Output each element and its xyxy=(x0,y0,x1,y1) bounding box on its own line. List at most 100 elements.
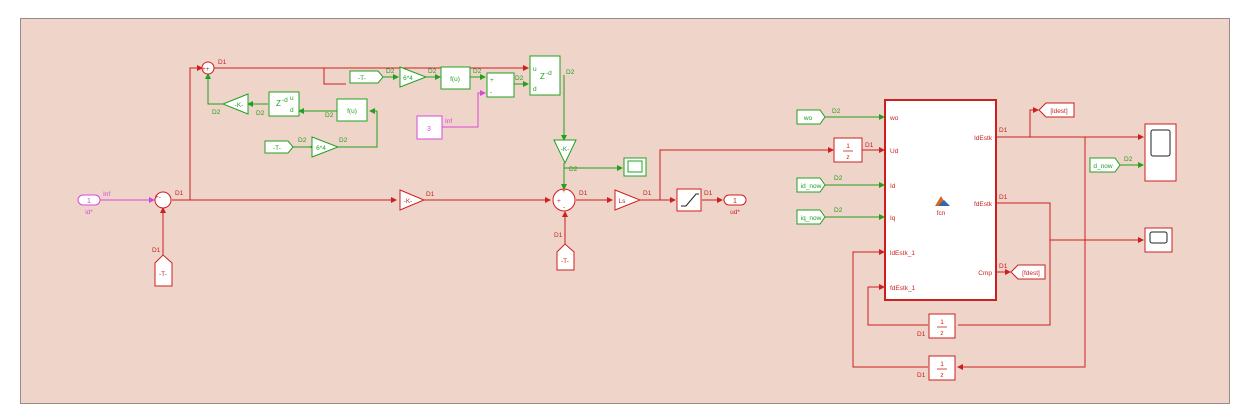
gain-ls[interactable]: Ls xyxy=(614,189,642,211)
svg-text:d: d xyxy=(290,107,294,114)
svg-text:z: z xyxy=(940,330,943,337)
svg-text:-T-: -T- xyxy=(561,258,569,265)
unit-delay-ldestk[interactable]: 1 z xyxy=(928,355,956,381)
inport-1-block[interactable]: 1 id* xyxy=(77,194,101,216)
svg-text:u: u xyxy=(290,95,294,102)
sum-main-left[interactable]: +- xyxy=(154,191,172,209)
model-canvas[interactable] xyxy=(20,18,1230,404)
from-iq-now[interactable]: iq_now xyxy=(796,209,826,225)
svg-text:-T-: -T- xyxy=(358,75,366,82)
svg-text:D1: D1 xyxy=(704,190,713,197)
svg-text:wo: wo xyxy=(803,115,813,122)
inport-label: id* xyxy=(85,209,93,216)
sum-top-output-label: D1 xyxy=(218,59,227,66)
constant-3[interactable]: 3 xyxy=(416,115,443,140)
svg-text:u: u xyxy=(533,66,537,73)
svg-text:D1: D1 xyxy=(643,190,652,197)
sum-left-output-label: D1 xyxy=(175,190,184,197)
unit-delay-ud[interactable]: 1 z xyxy=(833,137,863,163)
svg-text:Z: Z xyxy=(540,72,545,81)
svg-text:-d: -d xyxy=(546,70,552,77)
pow-top[interactable]: 6*4 xyxy=(399,66,428,88)
svg-text:D2: D2 xyxy=(428,68,437,75)
scope-green[interactable] xyxy=(623,157,647,177)
svg-text:-K-: -K- xyxy=(561,146,570,153)
svg-text:D1: D1 xyxy=(999,127,1008,134)
delay-left[interactable]: Z -d u d xyxy=(268,91,300,117)
saturation-block[interactable] xyxy=(676,188,702,212)
svg-text:-K-: -K- xyxy=(404,198,413,205)
svg-text:-: - xyxy=(490,89,492,96)
svg-text:Ls: Ls xyxy=(619,198,627,205)
from-d-now-right[interactable]: d_now xyxy=(1089,157,1121,173)
from-t-top[interactable]: -T- xyxy=(349,70,384,84)
svg-text:D1: D1 xyxy=(999,194,1008,201)
goto-ldest[interactable]: [ldest] xyxy=(1038,102,1075,118)
pow-left[interactable]: 6*4 xyxy=(311,136,340,158)
fcn-block[interactable]: wo Ud Id Iq ldEstk_1 fdEstk_1 ldEstk fdE… xyxy=(884,99,997,301)
svg-text:-T-: -T- xyxy=(273,145,281,152)
inport-inf-label: Inf xyxy=(103,191,110,198)
svg-text:D2: D2 xyxy=(515,75,524,82)
svg-text:1: 1 xyxy=(733,198,737,205)
sum-top-left[interactable]: ++ xyxy=(201,61,215,75)
svg-text:f(u): f(u) xyxy=(450,76,460,83)
svg-text:D1: D1 xyxy=(865,142,874,149)
svg-text:Inf: Inf xyxy=(445,118,452,125)
svg-text:id_now: id_now xyxy=(801,183,822,190)
outport-1-block[interactable]: 1 ud* xyxy=(723,194,747,216)
svg-text:D1: D1 xyxy=(917,372,926,379)
sum-top-right[interactable]: + - xyxy=(486,72,515,98)
fu-top[interactable]: f(u) xyxy=(440,66,471,90)
svg-text:fdEstk: fdEstk xyxy=(974,201,993,208)
svg-text:d_now: d_now xyxy=(1093,163,1112,170)
svg-text:1: 1 xyxy=(846,143,850,150)
sum-main-right[interactable]: + + - xyxy=(552,188,576,212)
svg-text:wo: wo xyxy=(889,115,899,122)
svg-text:Ud: Ud xyxy=(890,148,899,155)
svg-text:1: 1 xyxy=(940,361,944,368)
from-id-now[interactable]: id_now xyxy=(796,177,826,193)
from-wo[interactable]: wo xyxy=(796,109,826,125)
svg-text:ldEstk_1: ldEstk_1 xyxy=(890,250,915,257)
unit-delay-fdestk[interactable]: 1 z xyxy=(928,313,956,339)
svg-text:D2: D2 xyxy=(569,166,578,173)
svg-text:-K-: -K- xyxy=(235,102,244,109)
svg-text:++: ++ xyxy=(202,66,210,73)
magenta-wires xyxy=(100,90,486,203)
svg-text:Iq: Iq xyxy=(890,215,896,222)
gain-k-green-left[interactable]: -K- xyxy=(221,93,249,115)
svg-text:z: z xyxy=(846,154,849,161)
scope-right-large[interactable] xyxy=(1144,123,1177,182)
scope-right-small[interactable] xyxy=(1144,227,1173,253)
gain-k-vertical[interactable]: -K- xyxy=(553,139,577,165)
goto-t-right[interactable]: -T- xyxy=(556,243,575,271)
svg-text:D2: D2 xyxy=(566,69,575,76)
goto-t-left[interactable]: -T- xyxy=(154,254,173,287)
svg-text:D2: D2 xyxy=(212,109,221,116)
delay-top-right[interactable]: u Z -d d xyxy=(529,55,561,96)
svg-text:D2: D2 xyxy=(832,108,841,115)
red-wires xyxy=(160,65,1144,370)
goto-fdest[interactable]: [fdest] xyxy=(1010,264,1046,280)
svg-text:D2: D2 xyxy=(325,112,334,119)
from-t-left[interactable]: -T- xyxy=(264,140,294,154)
svg-text:1: 1 xyxy=(940,319,944,326)
svg-text:D1: D1 xyxy=(917,331,926,338)
svg-text:Cmp: Cmp xyxy=(978,270,992,277)
svg-text:Z: Z xyxy=(276,99,281,108)
svg-text:D2: D2 xyxy=(473,68,482,75)
svg-text:f(u): f(u) xyxy=(347,108,357,115)
svg-text:d: d xyxy=(533,86,537,93)
gain-k-middle[interactable]: -K- xyxy=(399,189,426,211)
svg-text:D2: D2 xyxy=(256,110,265,117)
svg-text:-d: -d xyxy=(282,97,288,104)
svg-text:D1: D1 xyxy=(554,232,563,239)
svg-text:D2: D2 xyxy=(339,137,348,144)
svg-text:3: 3 xyxy=(427,126,431,133)
svg-text:D2: D2 xyxy=(1124,156,1133,163)
svg-text:ldEstk: ldEstk xyxy=(974,135,992,142)
svg-text:D1: D1 xyxy=(999,263,1008,270)
fu-left[interactable]: f(u) xyxy=(336,98,368,122)
